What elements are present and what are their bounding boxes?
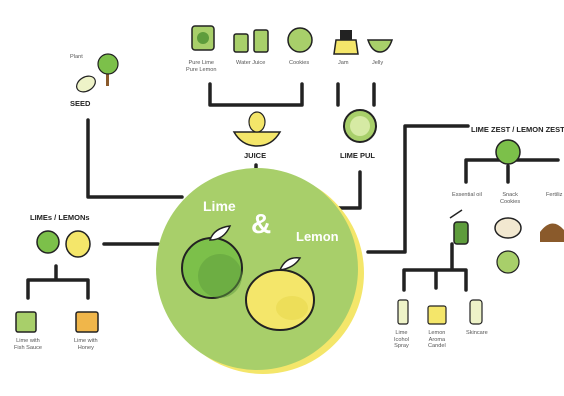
seed-icon — [76, 75, 96, 93]
center-circle — [156, 168, 358, 370]
water-juice-icon — [233, 29, 269, 53]
fruit-item-fish-sauce: Lime with Fish Sauce — [14, 338, 42, 351]
juice-title: JUICE — [244, 151, 267, 160]
zest-sub-candle: Lemon Aroma Candel — [428, 330, 446, 350]
juice-item-pure: Pure Lime Pure Lemon — [186, 60, 217, 73]
connector-lines — [26, 82, 560, 300]
connector-zest — [366, 124, 470, 254]
connector-fruits-sub — [26, 264, 90, 300]
lemon-fruit-icon — [245, 257, 315, 331]
pulp-title: LIME PUL — [340, 151, 375, 160]
lime-ball-icon — [495, 139, 521, 165]
zest-sub-skincare: Skincare — [466, 330, 488, 336]
zest-item-fertiliz: Fertiliz — [546, 192, 563, 198]
connector-seed — [86, 118, 184, 199]
seed-title: SEED — [70, 99, 91, 108]
seed-plant-label: Plant — [70, 54, 83, 60]
honey-jar-icon — [75, 311, 99, 333]
cookies-icon — [287, 27, 313, 53]
zest-item-essential-oil: Essential oil — [452, 192, 482, 198]
jelly-bowl-icon — [366, 39, 394, 53]
zest-item-snack: Snack Cookies — [500, 192, 521, 205]
connector-zest-tree — [402, 242, 468, 292]
tree-icon — [97, 53, 119, 86]
fertilizer-icon — [540, 223, 564, 242]
small-lime-icon — [36, 230, 60, 254]
juice-item-water: Water Juice — [236, 60, 266, 66]
center-lemon-label: Lemon — [296, 229, 339, 244]
fish-sauce-jar-icon — [15, 311, 37, 333]
snack-cookies-icon — [494, 217, 522, 239]
juicer-icon — [232, 111, 282, 147]
pulp-item-jam: Jam — [338, 60, 349, 66]
essential-oil-dropper-icon — [449, 209, 469, 245]
lime-slice-icon — [343, 109, 377, 143]
fruit-item-honey: Lime with Honey — [74, 338, 98, 351]
jam-jar-icon — [333, 30, 359, 55]
juice-item-cookies: Cookies — [289, 60, 310, 66]
zest-sub-spray: Lime Icohol Spray — [394, 330, 409, 350]
pulp-item-jelly: Jelly — [372, 60, 384, 66]
fruits-title: LIMEs / LEMONs — [30, 213, 90, 222]
center-ampersand: & — [251, 208, 272, 239]
zest-title: LIME ZEST / LEMON ZEST — [471, 125, 564, 134]
small-lemon-icon — [65, 230, 91, 258]
spray-bottle-icon — [397, 299, 409, 325]
skincare-bottle-icon — [469, 299, 483, 325]
lettuce-icon — [496, 250, 520, 274]
lime-fruit-icon — [181, 225, 243, 299]
pure-lime-juice-icon — [191, 25, 215, 51]
connector-pulp — [336, 82, 376, 107]
center-lime-label: Lime — [203, 198, 236, 214]
connector-zest-sub — [464, 158, 560, 184]
candle-icon — [427, 305, 447, 325]
connector-juice — [208, 82, 304, 107]
